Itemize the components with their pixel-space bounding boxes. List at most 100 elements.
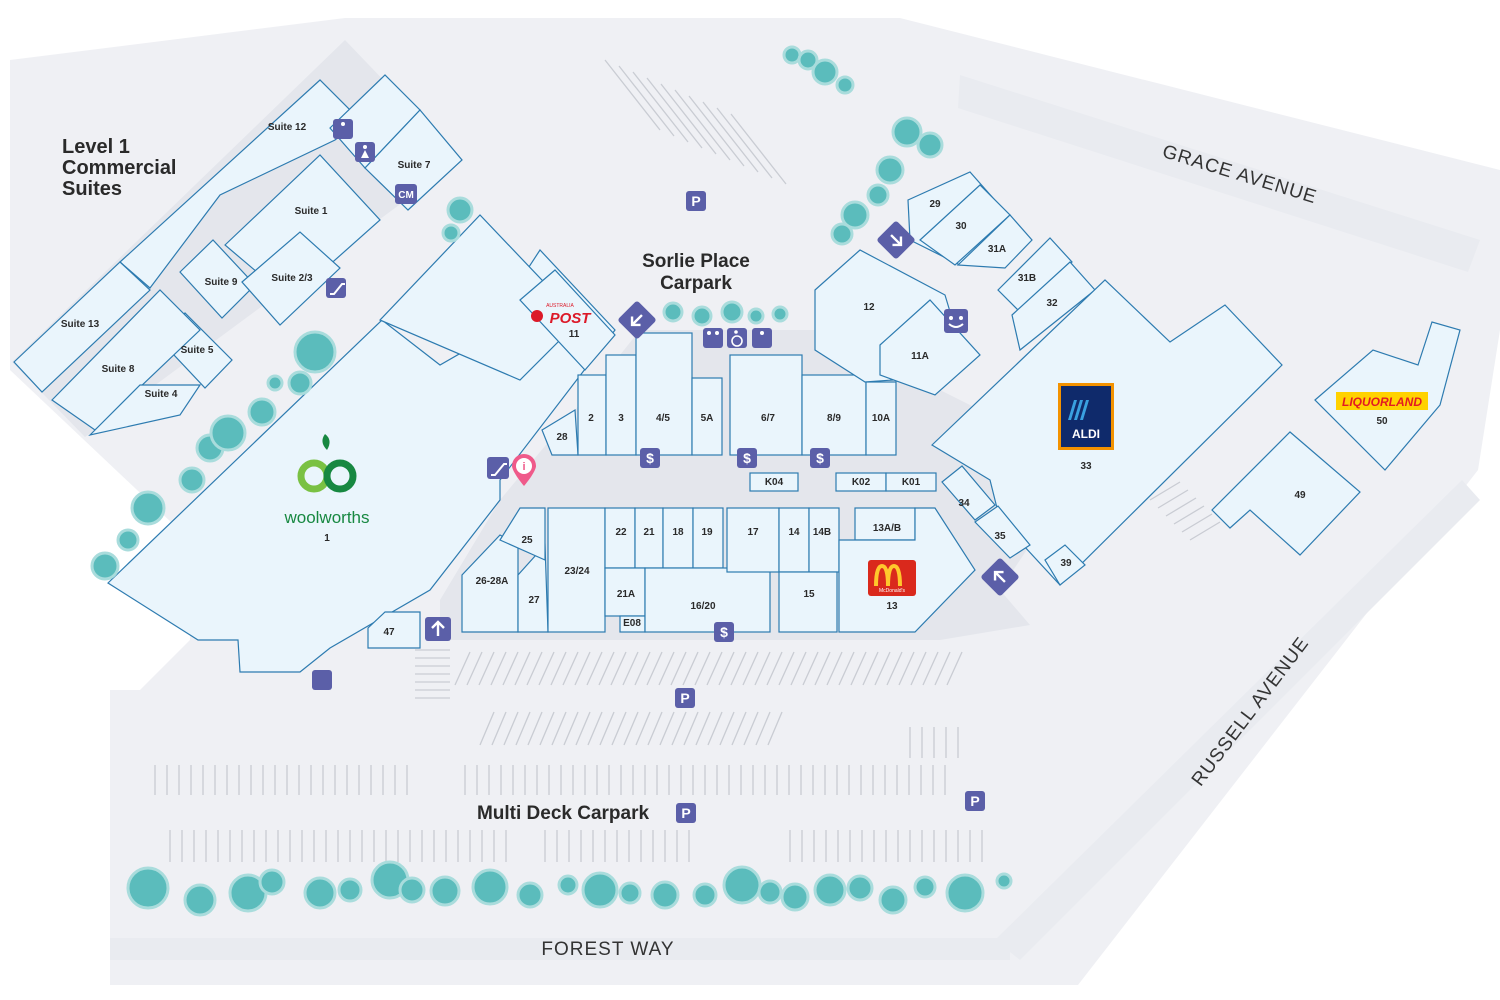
entry-arrow-icon[interactable] bbox=[617, 300, 657, 340]
parking-bay-line bbox=[718, 651, 735, 686]
parking-bay-line bbox=[767, 711, 783, 746]
parking-icons: P P P P bbox=[675, 191, 985, 823]
parking-bay-line bbox=[618, 65, 675, 137]
shop-23-24[interactable] bbox=[547, 507, 606, 633]
parking-icon[interactable]: P bbox=[686, 191, 706, 211]
parking-bay-line bbox=[730, 651, 747, 686]
parking-bay-line bbox=[766, 651, 783, 686]
tree-icon bbox=[662, 301, 684, 323]
shop-16-20[interactable] bbox=[644, 567, 771, 633]
tree-icon bbox=[446, 196, 474, 224]
tree-icon bbox=[747, 307, 765, 325]
parking-bay-line bbox=[514, 651, 531, 686]
atm-icon[interactable]: $ bbox=[737, 448, 757, 468]
tree-icon bbox=[830, 222, 854, 246]
post-small-label: AUSTRALIA bbox=[546, 303, 574, 309]
shop-14[interactable] bbox=[778, 507, 810, 573]
parking-icon[interactable]: P bbox=[965, 791, 985, 811]
atm-icon[interactable]: $ bbox=[640, 448, 660, 468]
shop-47[interactable] bbox=[367, 611, 421, 649]
shop-18[interactable] bbox=[662, 507, 694, 569]
shop-49[interactable] bbox=[1211, 431, 1361, 556]
shop-11[interactable] bbox=[519, 269, 616, 371]
shop-6-7[interactable] bbox=[729, 354, 803, 456]
atm-icon-glyph: $ bbox=[720, 624, 728, 640]
toilet-icon[interactable] bbox=[355, 142, 375, 162]
shop-4-5-label: 4/5 bbox=[656, 413, 670, 424]
entry-arrow-icon[interactable] bbox=[425, 617, 451, 641]
shop-29-label: 29 bbox=[929, 199, 941, 210]
shop-39[interactable] bbox=[1044, 544, 1086, 586]
toilet-icon[interactable] bbox=[703, 328, 723, 348]
parking-bay-line bbox=[802, 651, 819, 686]
tree-icon bbox=[429, 875, 461, 907]
suite-7-label: Suite 7 bbox=[398, 160, 431, 171]
suite-12[interactable] bbox=[119, 79, 361, 289]
suite-2-3[interactable] bbox=[241, 231, 341, 326]
shop-31a[interactable] bbox=[956, 214, 1033, 269]
taxi-icon[interactable] bbox=[312, 670, 332, 690]
shop-25-label: 25 bbox=[521, 535, 533, 546]
parking-bay-line bbox=[910, 651, 927, 686]
parking-bay-line bbox=[702, 101, 759, 173]
shop-35[interactable] bbox=[974, 505, 1031, 559]
shop-34-label: 34 bbox=[958, 498, 970, 509]
parking-bay-line bbox=[695, 711, 711, 746]
shop-8-9[interactable] bbox=[801, 374, 867, 456]
parking-bay-line bbox=[586, 651, 603, 686]
information-icon[interactable]: i bbox=[512, 454, 536, 486]
parking-bay-line bbox=[550, 651, 567, 686]
suite-4[interactable] bbox=[88, 384, 202, 437]
shop-11a[interactable] bbox=[879, 299, 981, 396]
parking-bay-line bbox=[838, 651, 855, 686]
parking-bay-line bbox=[1189, 521, 1221, 541]
suite-7[interactable] bbox=[364, 109, 463, 211]
toilet-icon[interactable] bbox=[333, 119, 353, 139]
customer-service-smile-icon[interactable] bbox=[944, 309, 968, 333]
customer-service-icon[interactable]: CM bbox=[395, 184, 417, 204]
shop-14b[interactable] bbox=[808, 507, 840, 573]
entry-arrow-icon[interactable] bbox=[980, 557, 1020, 597]
parking-bay-line bbox=[479, 711, 495, 746]
kiosk-k04[interactable] bbox=[749, 472, 799, 492]
shop-5a[interactable] bbox=[691, 377, 723, 456]
suite-8[interactable] bbox=[51, 289, 201, 431]
parent-room-icon[interactable] bbox=[752, 328, 772, 348]
parking-icon[interactable]: P bbox=[676, 803, 696, 823]
shop-10a[interactable] bbox=[865, 381, 897, 456]
shop-15[interactable] bbox=[778, 571, 838, 633]
atm-icon[interactable]: $ bbox=[714, 622, 734, 642]
atm-icon[interactable]: $ bbox=[810, 448, 830, 468]
parking-bay-line bbox=[898, 651, 915, 686]
parking-bay-line bbox=[826, 651, 843, 686]
entry-arrow-icon[interactable] bbox=[876, 220, 916, 260]
shop-2[interactable] bbox=[577, 374, 607, 456]
suite-13[interactable] bbox=[13, 261, 151, 393]
parking-bay-line bbox=[562, 651, 579, 686]
parking-bay-line bbox=[478, 651, 495, 686]
parking-bay-line bbox=[604, 59, 661, 131]
aldi-logo: ALDI bbox=[1058, 383, 1114, 450]
accessible-icon[interactable] bbox=[727, 328, 747, 348]
shop-17[interactable] bbox=[726, 507, 780, 573]
shop-34[interactable] bbox=[941, 465, 996, 521]
shop-25[interactable] bbox=[499, 507, 546, 561]
parking-bay-line bbox=[1157, 489, 1189, 509]
australia-post-logo: AUSTRALIA POST bbox=[531, 303, 592, 327]
shop-21[interactable] bbox=[634, 507, 664, 569]
tree-icon bbox=[813, 873, 847, 907]
shop-4-5[interactable] bbox=[635, 332, 693, 456]
woolworths-logo: woolworths bbox=[283, 434, 370, 527]
shop-19[interactable] bbox=[692, 507, 724, 569]
level1-heading-3: Suites bbox=[62, 178, 122, 200]
escalator-icon[interactable] bbox=[326, 278, 346, 298]
escalator-icon[interactable] bbox=[487, 457, 509, 479]
shop-31b[interactable] bbox=[997, 237, 1073, 313]
shop-3[interactable] bbox=[605, 354, 637, 456]
shop-22[interactable] bbox=[604, 507, 636, 569]
parking-bays bbox=[154, 59, 1221, 862]
kiosk-k01[interactable] bbox=[885, 472, 937, 492]
parking-bay-line bbox=[622, 651, 639, 686]
parking-bay-line bbox=[599, 711, 615, 746]
parking-icon[interactable]: P bbox=[675, 688, 695, 708]
